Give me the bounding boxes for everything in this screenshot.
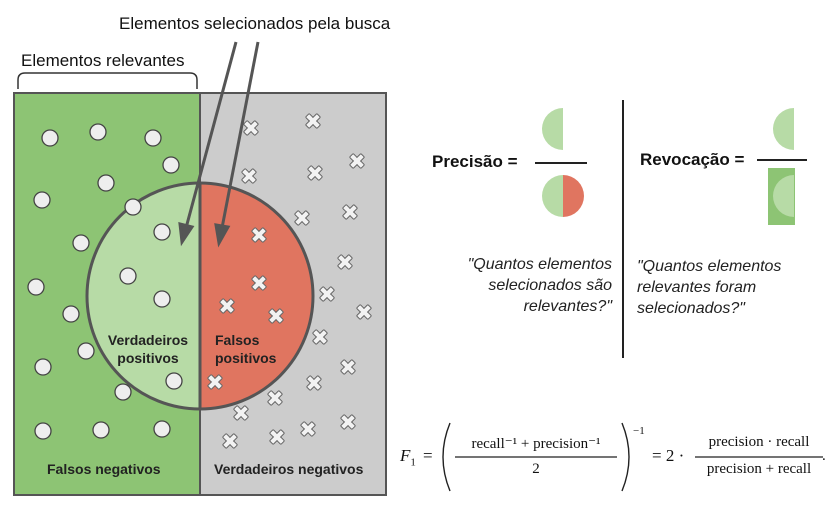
x-mark-icon — [268, 308, 284, 324]
circle-icon — [153, 420, 171, 438]
f1-frac1-denominator: 2 — [532, 461, 540, 477]
relevant-brace — [17, 72, 198, 89]
x-mark-icon — [340, 414, 356, 430]
false-negatives-label: Falsos negativos — [47, 461, 161, 477]
x-mark-icon — [207, 374, 223, 390]
x-mark-icon — [319, 286, 335, 302]
x-mark-icon — [306, 375, 322, 391]
circle-icon — [92, 421, 110, 439]
x-mark-icon — [267, 390, 283, 406]
selected-elements-label: Elementos selecionados pela busca — [119, 14, 391, 33]
circle-icon — [34, 358, 52, 376]
precision-numerator-icon — [542, 108, 563, 150]
x-mark-icon — [340, 359, 356, 375]
f1-exponent: −1 — [633, 425, 645, 437]
x-mark-icon — [241, 168, 257, 184]
x-mark-icon — [233, 405, 249, 421]
false-positives-line2: positivos — [215, 350, 277, 366]
circle-icon — [27, 278, 45, 296]
true-positives-region — [87, 183, 200, 409]
true-negatives-label: Verdadeiros negativos — [214, 461, 364, 477]
circle-icon — [165, 372, 183, 390]
true-positives-label: Verdadeiros positivos — [100, 331, 196, 367]
f1-lhs: F1 — [400, 446, 416, 468]
x-mark-icon — [251, 275, 267, 291]
circle-icon — [162, 156, 180, 174]
circle-icon — [33, 191, 51, 209]
circle-icon — [153, 290, 171, 308]
recall-label: Revocação = — [640, 150, 745, 169]
f1-period: . — [822, 448, 826, 464]
relevant-items — [27, 123, 183, 440]
f1-lhs-symbol: F — [400, 446, 411, 465]
circle-icon — [41, 129, 59, 147]
x-mark-icon — [269, 429, 285, 445]
f1-equals: = — [423, 446, 433, 465]
precision-question-line1: "Quantos elementos — [467, 256, 612, 273]
x-mark-icon — [300, 421, 316, 437]
x-mark-icon — [356, 304, 372, 320]
x-mark-icon — [349, 153, 365, 169]
false-positives-label: Falsos positivos — [215, 331, 276, 367]
precision-label: Precisão = — [432, 152, 518, 171]
precision-question-line2: selecionados são — [488, 277, 612, 294]
irrelevant-items — [207, 113, 372, 449]
true-positives-line1: Verdadeiros — [107, 332, 189, 348]
relevant-elements-label: Elementos relevantes — [21, 51, 185, 70]
x-mark-icon — [312, 329, 328, 345]
false-positives-region — [200, 183, 313, 409]
recall-question-line3: selecionados?" — [637, 300, 745, 317]
precision-fraction — [535, 108, 587, 217]
precision-question: "Quantos elementos selecionados são rele… — [440, 254, 612, 317]
circle-icon — [97, 174, 115, 192]
f1-equals-two: = 2 · — [652, 446, 685, 465]
precision-denominator-left-icon — [542, 175, 563, 217]
selection-arrows — [178, 41, 260, 248]
f1-frac2-numerator: precision · recall — [708, 434, 810, 450]
precision-question-line3: relevantes?" — [523, 298, 612, 315]
x-mark-icon — [251, 227, 267, 243]
circle-icon — [62, 305, 80, 323]
recall-numerator-icon — [773, 108, 794, 150]
recall-question-line2: relevantes foram — [637, 279, 757, 296]
x-mark-icon — [222, 433, 238, 449]
true-positives-line2: positivos — [117, 350, 179, 366]
x-mark-icon — [337, 254, 353, 270]
circle-icon — [144, 129, 162, 147]
recall-question-line1: "Quantos elementos — [637, 258, 782, 275]
circle-icon — [89, 123, 107, 141]
x-mark-icon — [305, 113, 321, 129]
x-mark-icon — [307, 165, 323, 181]
f1-lhs-subscript: 1 — [410, 456, 416, 469]
f1-frac1-numerator: recall⁻¹ + precision⁻¹ — [471, 436, 601, 452]
recall-denominator-overlay-icon — [773, 175, 794, 217]
x-mark-icon — [219, 298, 235, 314]
circle-icon — [114, 383, 132, 401]
circle-icon — [119, 267, 137, 285]
recall-fraction — [757, 108, 807, 225]
precision-denominator-right-icon — [563, 175, 584, 217]
false-positives-line1: Falsos — [215, 332, 260, 348]
x-mark-icon — [294, 210, 310, 226]
circle-icon — [124, 198, 142, 216]
f1-formula-lines — [442, 422, 823, 492]
x-mark-icon — [342, 204, 358, 220]
recall-question: "Quantos elementos relevantes foram sele… — [637, 256, 817, 319]
circle-icon — [153, 223, 171, 241]
circle-icon — [72, 234, 90, 252]
x-mark-icon — [243, 120, 259, 136]
circle-icon — [77, 342, 95, 360]
f1-frac2-denominator: precision + recall — [706, 461, 812, 477]
circle-icon — [34, 422, 52, 440]
